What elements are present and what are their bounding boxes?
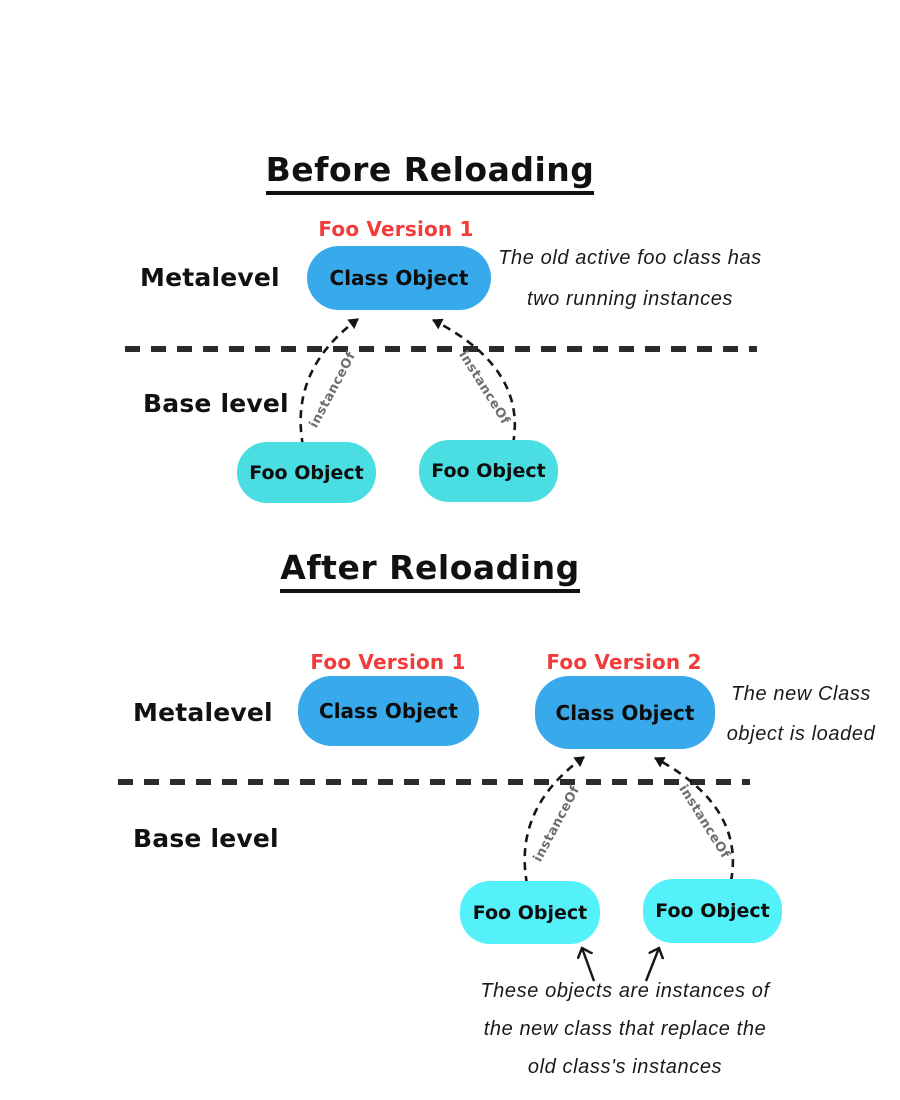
after-foo-object-box-2: Foo Object	[643, 879, 782, 943]
before-metalevel-label: Metalevel	[140, 263, 280, 292]
before-instanceof-label-left: instanceOf	[306, 349, 360, 431]
after-instanceof-label-left: instanceOf	[530, 783, 584, 865]
after-class-object-box-1: Class Object	[298, 676, 479, 746]
before-foo-object-box-2: Foo Object	[419, 440, 558, 502]
after-instanceof-label-right: instanceOf	[675, 782, 733, 862]
after-baselevel-label: Base level	[133, 824, 279, 853]
after-foo-object-label-2: Foo Object	[655, 900, 770, 922]
before-instanceof-label-right: instanceOf	[455, 348, 513, 428]
after-bottom-annotation-line3: old class's instances	[527, 1056, 723, 1078]
after-metalevel-label: Metalevel	[133, 698, 273, 727]
after-version2-label: Foo Version 2	[546, 650, 702, 674]
before-baselevel-label: Base level	[143, 389, 289, 418]
before-foo-object-box-1: Foo Object	[237, 442, 376, 503]
after-foo-object-box-1: Foo Object	[460, 881, 600, 944]
after-class-object-box-2: Class Object	[535, 676, 715, 749]
after-annotation-line1: The new Class	[730, 683, 872, 705]
before-class-object-label: Class Object	[329, 266, 469, 290]
after-annotation: The new Class object is loaded	[712, 674, 890, 754]
before-foo-object-label-1: Foo Object	[249, 461, 364, 484]
after-class-object-label-1: Class Object	[319, 699, 458, 723]
before-foo-object-label-2: Foo Object	[431, 460, 546, 482]
before-class-object-box: Class Object	[307, 246, 491, 310]
after-foo-object-label-1: Foo Object	[472, 901, 588, 924]
before-annotation-line1: The old active foo class has	[498, 247, 762, 269]
after-bottom-annotation-line2: the new class that replace the	[483, 1018, 767, 1040]
after-class-object-label-2: Class Object	[555, 700, 695, 725]
before-section-title: Before Reloading	[230, 150, 630, 195]
after-bottom-annotation-line1: These objects are instances of	[480, 980, 770, 1002]
before-annotation-line2: two running instances	[526, 288, 734, 310]
after-version1-label: Foo Version 1	[310, 650, 466, 674]
after-bottom-annotation: These objects are instances of the new c…	[450, 972, 800, 1086]
after-annotation-line2: object is loaded	[726, 723, 876, 745]
before-annotation: The old active foo class has two running…	[480, 238, 780, 320]
before-version-label: Foo Version 1	[318, 217, 474, 241]
after-section-title: After Reloading	[230, 548, 630, 593]
